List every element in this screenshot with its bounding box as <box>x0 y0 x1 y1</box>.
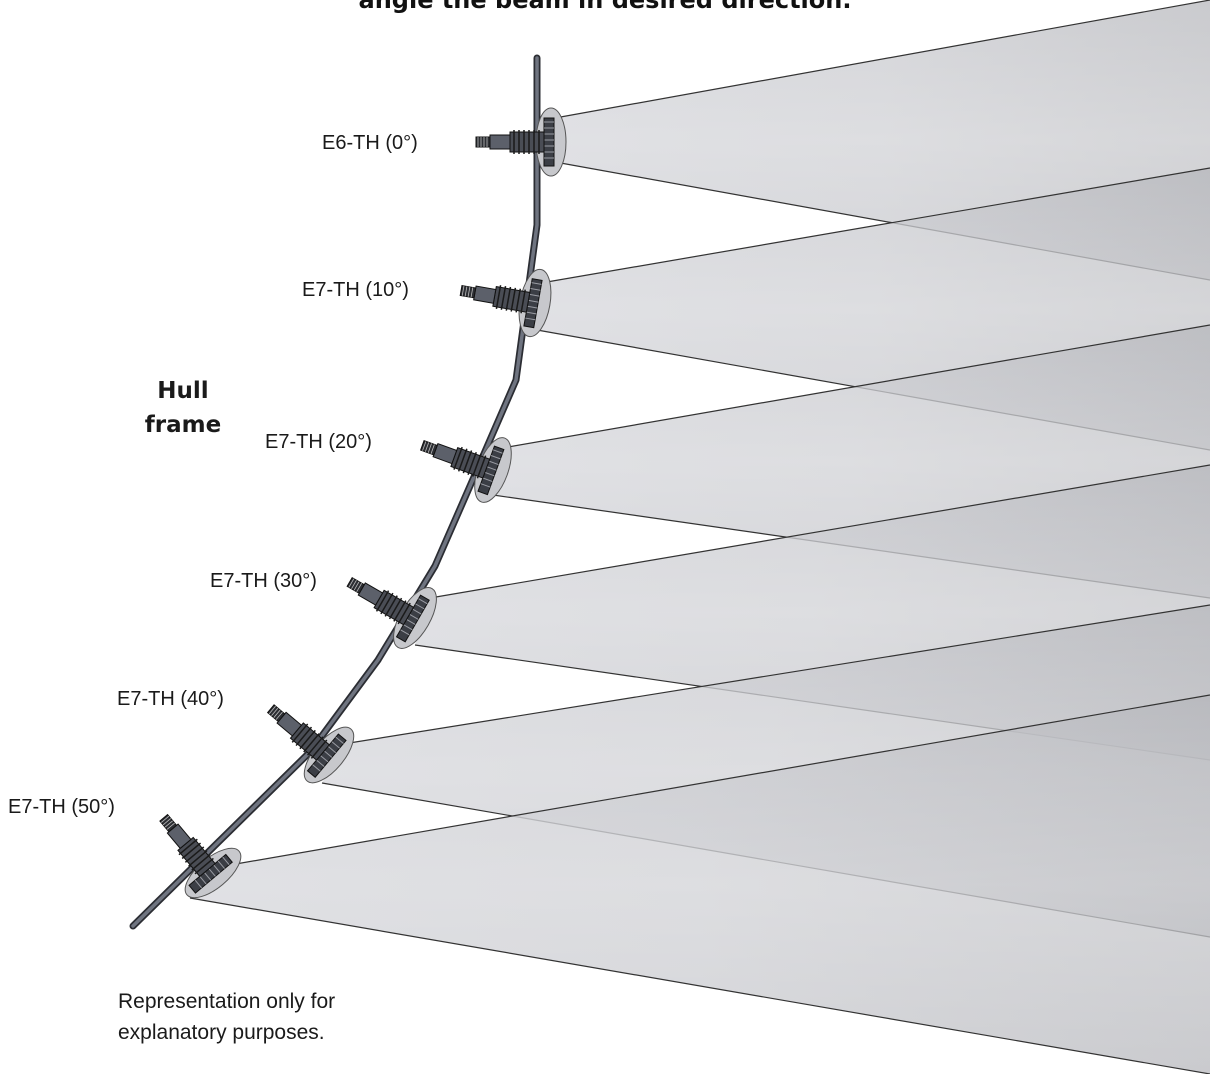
transducer-unit-1 <box>459 268 552 338</box>
transducer-body-4 <box>266 704 347 778</box>
transducer-label-5: E7-TH (50°) <box>8 796 115 818</box>
transducer-body-2 <box>419 440 505 496</box>
beam-highlight-5 <box>190 695 1210 1074</box>
transducer-body-1 <box>459 278 543 329</box>
footnote-line2: explanatory purposes. <box>118 1021 325 1044</box>
top-caption: angle the beam in desired direction. <box>358 0 852 14</box>
transducer-label-0: E6-TH (0°) <box>322 132 418 154</box>
transducer-body-5 <box>159 813 233 894</box>
beam-edge-top-4 <box>342 604 1210 745</box>
footnote: Representation only for explanatory purp… <box>118 986 418 1048</box>
beam-edge-top-1 <box>540 167 1210 284</box>
beam-edge-top-2 <box>501 324 1210 449</box>
hull-label-line2: frame <box>144 412 222 438</box>
transducer-label-4: E7-TH (40°) <box>117 688 224 710</box>
transducer-label-3: E7-TH (30°) <box>210 570 317 592</box>
transducer-label-1: E7-TH (10°) <box>302 279 409 301</box>
transducer-units <box>159 107 567 899</box>
hull-frame <box>129 54 541 930</box>
sonar-beams <box>189 0 1210 1074</box>
transducer-unit-4 <box>266 704 355 784</box>
beam-edge-top-5 <box>229 694 1210 866</box>
hull-inner <box>131 56 539 928</box>
transducer-body-3 <box>346 576 430 643</box>
beam-edge-top-0 <box>554 0 1210 119</box>
hull-frame-label: Hull frame <box>118 374 248 442</box>
transducer-unit-3 <box>346 576 437 649</box>
hull-label-line1: Hull <box>157 378 209 404</box>
footnote-line1: Representation only for <box>118 990 336 1013</box>
transducer-unit-2 <box>419 437 512 503</box>
transducer-unit-0 <box>475 107 567 177</box>
beam-edge-top-3 <box>429 464 1210 599</box>
transducer-label-2: E7-TH (20°) <box>265 431 372 453</box>
transducer-unit-5 <box>159 813 242 899</box>
beam-edge-bottom-5 <box>189 897 1210 1074</box>
transducer-body-0 <box>475 117 555 167</box>
